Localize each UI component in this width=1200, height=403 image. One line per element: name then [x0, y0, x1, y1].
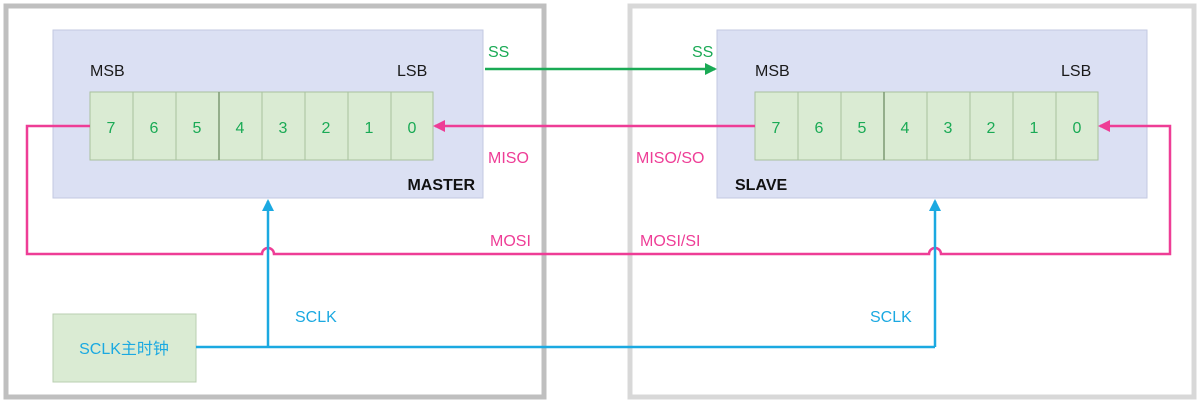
slave-title: SLAVE	[735, 177, 787, 194]
master-bit-2: 2	[322, 120, 331, 137]
master-msb-label: MSB	[90, 63, 125, 80]
mosi-line	[25, 120, 1172, 256]
slave-bit-2: 2	[987, 120, 996, 137]
master-bit-3: 3	[279, 120, 288, 137]
master-bit-5: 5	[193, 120, 202, 137]
master-bit-1: 1	[365, 120, 374, 137]
ss-slave-label: SS	[692, 44, 713, 61]
slave-bit-3: 3	[944, 120, 953, 137]
slave-bit-cell	[883, 91, 928, 161]
master-bit-cell	[261, 91, 306, 161]
slave-bit-0: 0	[1073, 120, 1082, 137]
mosi-master-label: MOSI	[490, 233, 531, 250]
sclk-clock-box	[52, 313, 197, 383]
master-bit-4: 4	[236, 120, 245, 137]
ss-master-label: SS	[488, 44, 509, 61]
master-bit-cell	[347, 91, 392, 161]
miso-slave-label: MISO/SO	[636, 150, 704, 167]
master-bit-cell	[390, 91, 434, 161]
master-bit-6: 6	[150, 120, 159, 137]
slave-bit-cell	[797, 91, 842, 161]
slave-bit-cell	[1012, 91, 1057, 161]
slave-lsb-label: LSB	[1061, 63, 1091, 80]
master-bit-7: 7	[107, 120, 116, 137]
slave-bit-cell	[1055, 91, 1099, 161]
slave-bit-1: 1	[1030, 120, 1039, 137]
master-bit-cell	[175, 91, 220, 161]
master-title: MASTER	[407, 177, 475, 194]
slave-bit-cell	[969, 91, 1014, 161]
master-bit-0: 0	[408, 120, 417, 137]
master-bit-cell	[132, 91, 177, 161]
sclk-clock-label: SCLK主时钟	[79, 340, 169, 358]
sclk-slave-label: SCLK	[870, 309, 912, 326]
master-lsb-label: LSB	[397, 63, 427, 80]
slave-bit-cell	[840, 91, 885, 161]
slave-msb-label: MSB	[755, 63, 790, 80]
slave-bit-cell	[754, 91, 799, 161]
sclk-master-label: SCLK	[295, 309, 337, 326]
mosi-slave-label: MOSI/SI	[640, 233, 700, 250]
slave-bit-5: 5	[858, 120, 867, 137]
slave-bit-4: 4	[901, 120, 910, 137]
slave-bit-cell	[926, 91, 971, 161]
slave-shift-register	[754, 91, 1099, 161]
slave-bit-6: 6	[815, 120, 824, 137]
slave-bit-7: 7	[772, 120, 781, 137]
miso-master-label: MISO	[488, 150, 529, 167]
master-shift-register	[89, 91, 434, 161]
